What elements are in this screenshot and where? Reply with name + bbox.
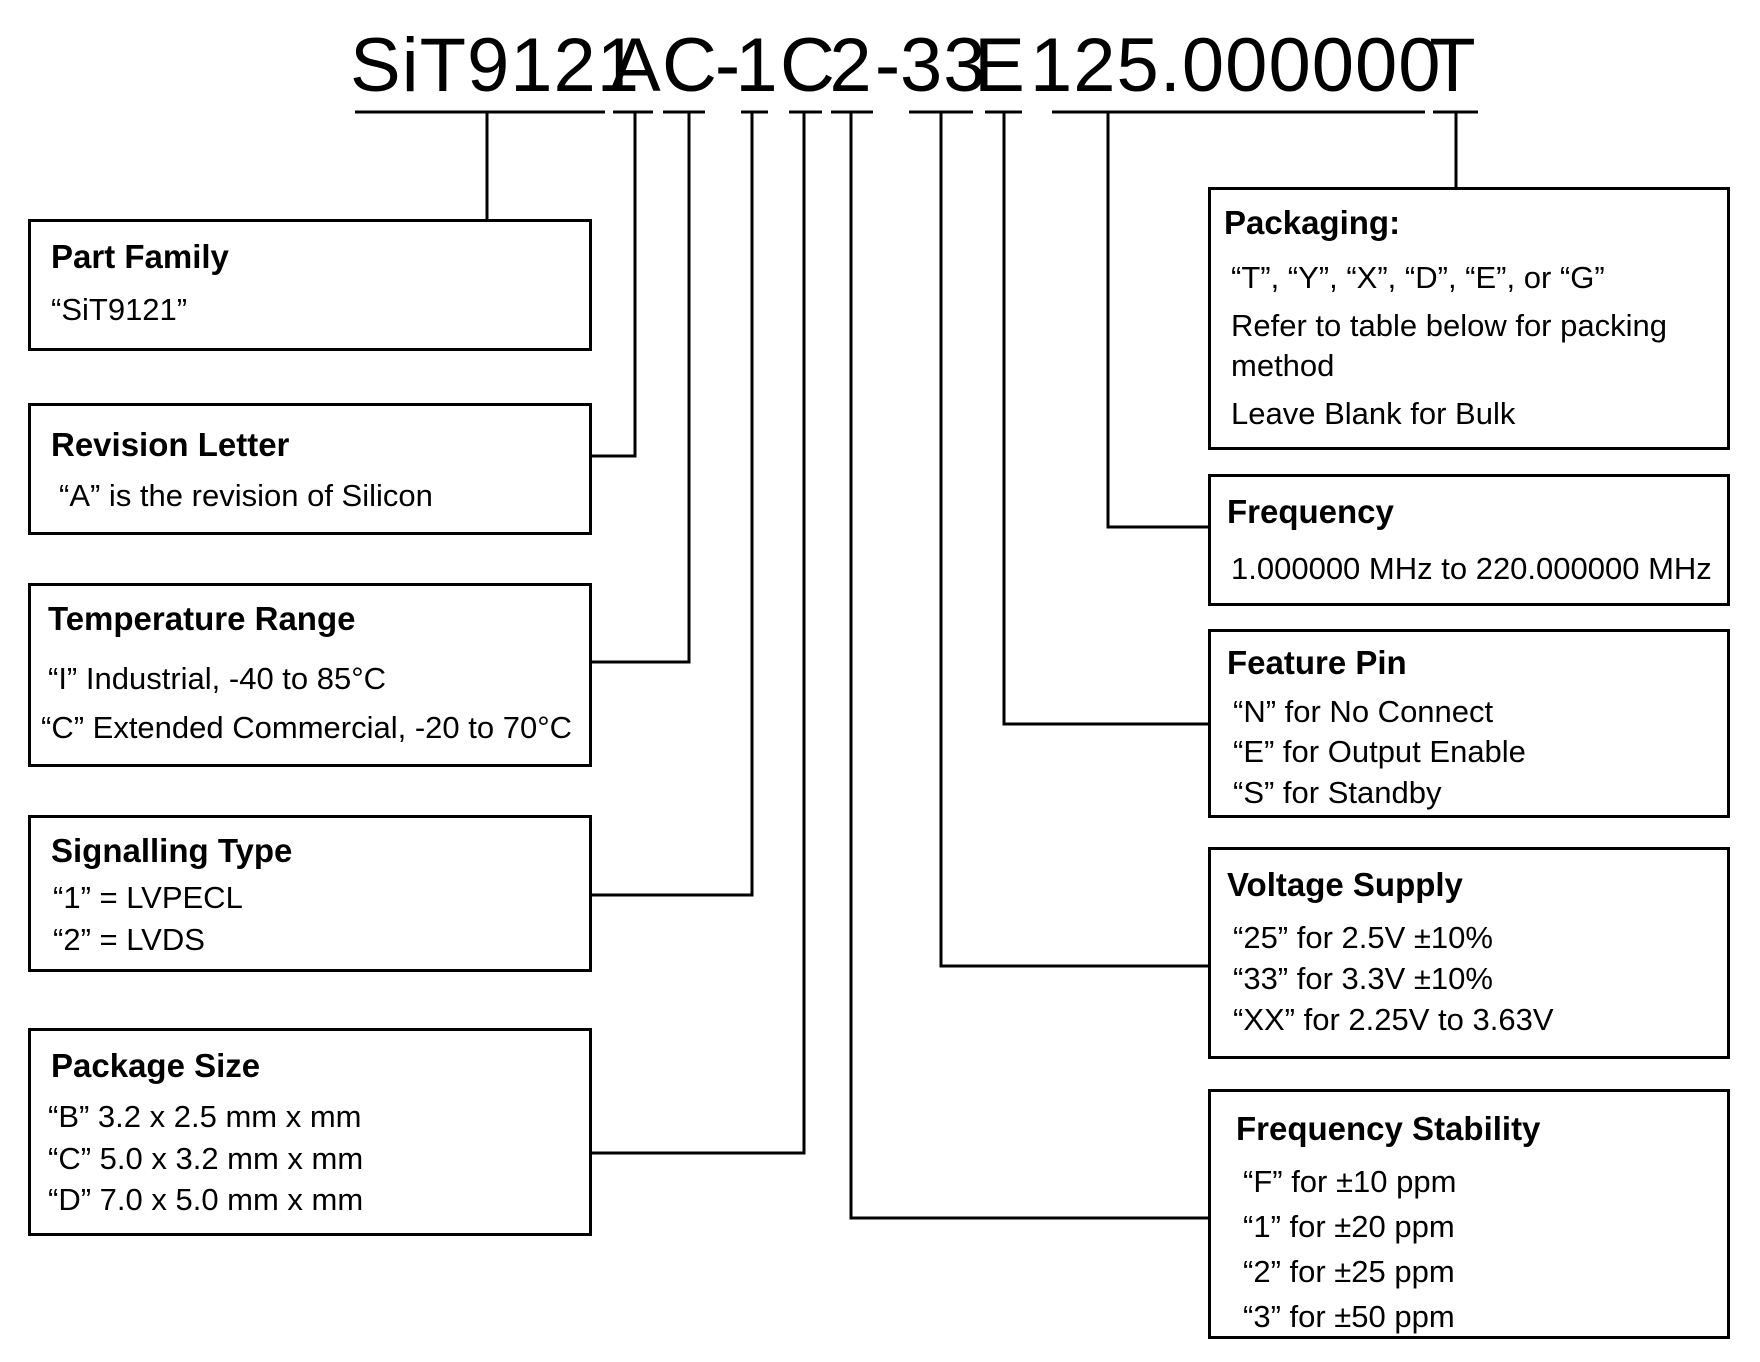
stability-option-1: “1” for ±20 ppm: [1243, 1209, 1455, 1244]
frequency-title: Frequency: [1227, 493, 1394, 530]
pn-stability: 2: [829, 23, 873, 108]
package-size-title: Package Size: [51, 1047, 261, 1084]
package-option-b: “B” 3.2 x 2.5 mm x mm: [48, 1099, 362, 1134]
pn-dash-2: -: [874, 23, 902, 108]
pn-package: C: [780, 23, 836, 108]
part-family-box: Part Family “SiT9121”: [28, 219, 592, 351]
stability-option-f: “F” for ±10 ppm: [1243, 1164, 1457, 1199]
voltage-option-33: “33” for 3.3V ±10%: [1233, 961, 1493, 996]
signalling-type-title: Signalling Type: [51, 832, 293, 869]
temperature-option-commercial: “C” Extended Commercial, -20 to 70°C: [41, 710, 572, 745]
pn-dash-1: -: [714, 23, 742, 108]
revision-letter-box: Revision Letter “A” is the revision of S…: [28, 403, 592, 535]
packaging-note-2: method: [1231, 348, 1335, 383]
packaging-options: “T”, “Y”, “X”, “D”, “E”, or “G”: [1231, 260, 1605, 295]
packaging-title: Packaging:: [1224, 204, 1401, 241]
pn-voltage: 33: [900, 23, 987, 108]
package-option-c: “C” 5.0 x 3.2 mm x mm: [48, 1141, 364, 1176]
pn-revision: A: [610, 23, 662, 108]
temperature-range-box: Temperature Range “I” Industrial, -40 to…: [28, 583, 592, 767]
signalling-option-lvds: “2” = LVDS: [53, 922, 205, 957]
signalling-option-lvpecl: “1” = LVPECL: [53, 880, 243, 915]
voltage-supply-box: Voltage Supply “25” for 2.5V ±10% “33” f…: [1208, 847, 1730, 1059]
pn-packaging: T: [1429, 23, 1477, 108]
feature-option-s: “S” for Standby: [1233, 775, 1442, 810]
frequency-stability-title: Frequency Stability: [1236, 1110, 1541, 1147]
packaging-box: Packaging: “T”, “Y”, “X”, “D”, “E”, or “…: [1208, 187, 1730, 450]
revision-letter-value: “A” is the revision of Silicon: [59, 478, 433, 513]
pn-signalling: 1: [735, 23, 779, 108]
voltage-supply-title: Voltage Supply: [1227, 866, 1463, 903]
temperature-range-title: Temperature Range: [48, 600, 356, 637]
pn-part-family: SiT9121: [350, 23, 641, 108]
pn-feature: E: [974, 23, 1026, 108]
packaging-note-1: Refer to table below for packing: [1231, 308, 1667, 343]
pn-temperature: C: [662, 23, 718, 108]
frequency-range: 1.000000 MHz to 220.000000 MHz: [1231, 551, 1712, 586]
stability-option-3: “3” for ±50 ppm: [1243, 1299, 1455, 1334]
voltage-option-25: “25” for 2.5V ±10%: [1233, 920, 1493, 955]
feature-option-n: “N” for No Connect: [1233, 694, 1494, 729]
stability-option-2: “2” for ±25 ppm: [1243, 1254, 1455, 1289]
part-family-title: Part Family: [51, 238, 229, 275]
temperature-option-industrial: “I” Industrial, -40 to 85°C: [48, 661, 387, 696]
package-size-box: Package Size “B” 3.2 x 2.5 mm x mm “C” 5…: [28, 1028, 592, 1236]
frequency-box: Frequency 1.000000 MHz to 220.000000 MHz: [1208, 474, 1730, 606]
frequency-stability-box: Frequency Stability “F” for ±10 ppm “1” …: [1208, 1089, 1730, 1339]
part-number: SiT9121 A C - 1 C 2 - 33 E 125.000000 T: [0, 0, 1760, 120]
feature-pin-title: Feature Pin: [1227, 644, 1407, 681]
voltage-option-xx: “XX” for 2.25V to 3.63V: [1233, 1002, 1554, 1037]
signalling-type-box: Signalling Type “1” = LVPECL “2” = LVDS: [28, 815, 592, 972]
feature-option-e: “E” for Output Enable: [1233, 734, 1526, 769]
packaging-note-3: Leave Blank for Bulk: [1231, 396, 1516, 431]
feature-pin-box: Feature Pin “N” for No Connect “E” for O…: [1208, 629, 1730, 818]
revision-letter-title: Revision Letter: [51, 426, 290, 463]
part-family-value: “SiT9121”: [51, 292, 188, 327]
package-option-d: “D” 7.0 x 5.0 mm x mm: [48, 1182, 364, 1217]
pn-frequency: 125.000000: [1030, 23, 1442, 108]
